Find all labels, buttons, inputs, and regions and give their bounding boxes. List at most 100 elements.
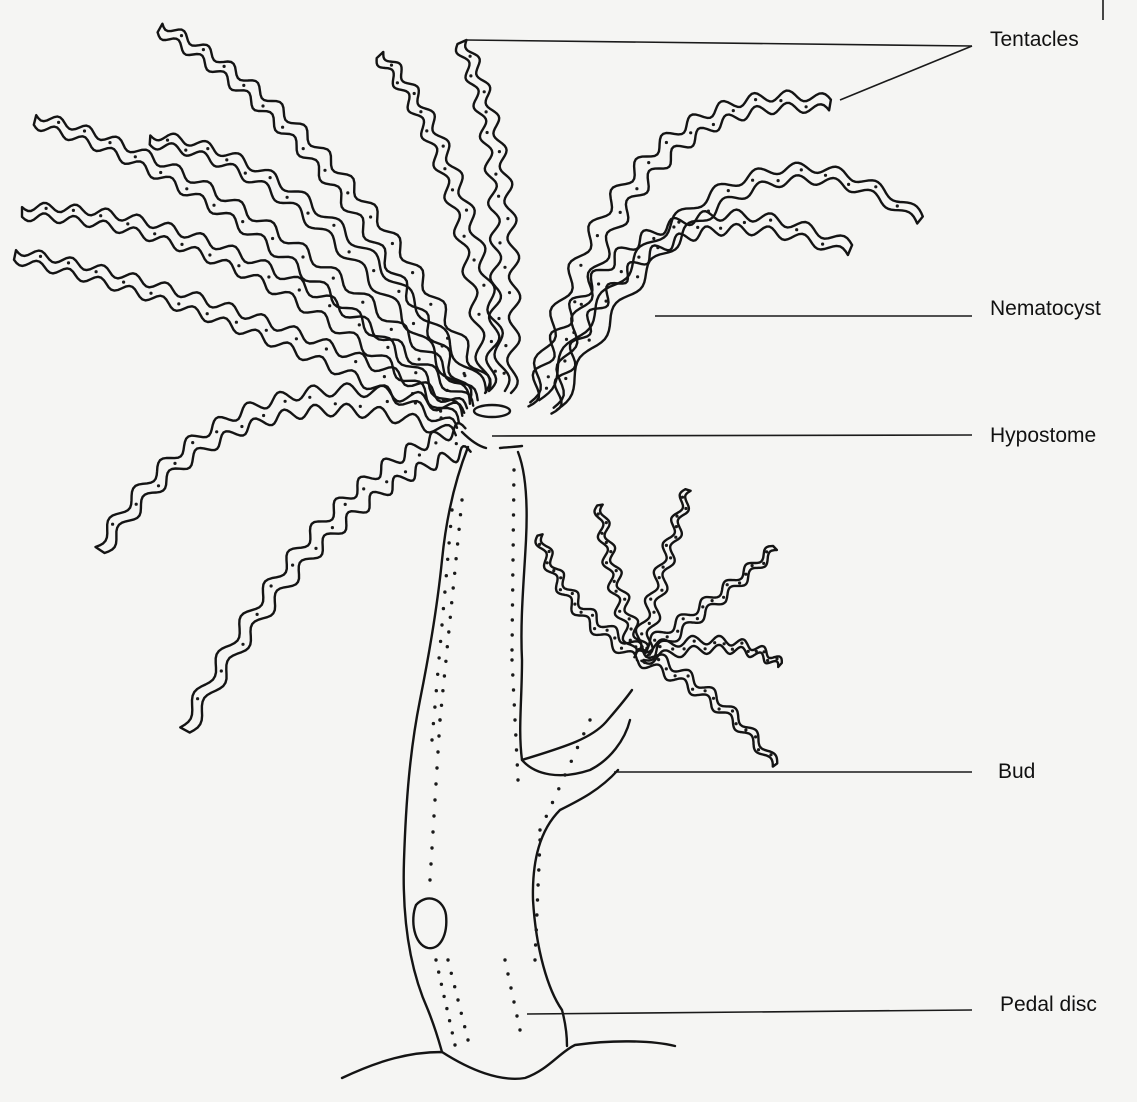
body-dot — [439, 640, 442, 643]
nematocyst-dot — [508, 291, 511, 294]
nematocyst-dot — [765, 550, 768, 553]
bud-tentacle-6-outline — [638, 650, 778, 767]
nematocyst-dot — [506, 217, 509, 220]
nematocyst-dot — [418, 358, 421, 361]
nematocyst-dot — [755, 650, 758, 653]
nematocyst-dot — [596, 234, 599, 237]
nematocyst-dot — [157, 484, 160, 487]
nematocyst-dot — [348, 250, 351, 253]
nematocyst-dot — [597, 282, 600, 285]
body-dot — [434, 782, 437, 785]
nematocyst-dot — [429, 303, 432, 306]
body-dot — [449, 525, 452, 528]
nematocyst-dot — [545, 387, 548, 390]
pedal-disc-label: Pedal disc — [1000, 993, 1097, 1017]
body-dot — [440, 983, 443, 986]
body-dot — [512, 688, 515, 691]
nematocyst-dot — [361, 301, 364, 304]
nematocyst-dot — [580, 611, 583, 614]
nematocyst-dot — [153, 232, 156, 235]
nematocyst-dot — [800, 168, 803, 171]
nematocyst-dot — [184, 149, 187, 152]
nematocyst-dot — [713, 641, 716, 644]
nematocyst-dot — [482, 284, 485, 287]
bud-tentacle-1-outline — [536, 534, 644, 660]
body-dot — [442, 995, 445, 998]
body-dot — [512, 1000, 515, 1003]
body-dot — [557, 787, 560, 790]
nematocyst-dot — [727, 189, 730, 192]
nematocyst-dot — [196, 697, 199, 700]
nematocyst-dot — [134, 155, 137, 158]
body-dot — [516, 763, 519, 766]
nematocyst-dot — [675, 515, 678, 518]
nematocyst-dot — [369, 215, 372, 218]
nematocyst-dot — [465, 209, 468, 212]
body-dot — [437, 970, 440, 973]
nematocyst-dot — [281, 126, 284, 129]
body-dot — [430, 738, 433, 741]
body-dot — [537, 868, 540, 871]
nematocyst-dot — [691, 688, 694, 691]
body-dot — [437, 734, 440, 737]
nematocyst-dot — [588, 339, 591, 342]
hypostome-mouth — [474, 405, 510, 417]
body-dot — [451, 1031, 454, 1034]
nematocyst-dot — [72, 209, 75, 212]
nematocyst-dot — [769, 753, 772, 756]
nematocyst-dot — [443, 167, 446, 170]
nematocyst-dot — [498, 241, 501, 244]
nematocyst-dot — [649, 598, 652, 601]
nematocyst-dot — [674, 674, 677, 677]
tentacle-right-3-outline — [539, 163, 923, 410]
nematocyst-dot — [580, 303, 583, 306]
nematocyst-dot — [346, 191, 349, 194]
body-dot — [435, 766, 438, 769]
nematocyst-dot — [687, 674, 690, 677]
nematocyst-dot — [485, 110, 488, 113]
nematocyst-dot — [653, 639, 656, 642]
nematocyst-dot — [754, 98, 757, 101]
nematocyst-dot — [306, 212, 309, 215]
nematocyst-dot — [648, 622, 651, 625]
body-dot — [456, 998, 459, 1001]
nematocyst-dot — [779, 99, 782, 102]
body-dot — [429, 862, 432, 865]
body-dot — [563, 773, 566, 776]
nematocyst-dot — [159, 171, 162, 174]
body-dot — [514, 733, 517, 736]
tentacle-top-center-2 — [377, 52, 510, 393]
body-dot — [534, 943, 537, 946]
nematocyst-dot — [665, 544, 668, 547]
nematocyst-dot — [256, 613, 259, 616]
nematocyst-dot — [262, 414, 265, 417]
nematocyst-dot — [498, 150, 501, 153]
main-tentacles — [14, 24, 923, 733]
tentacle-left-4-outline — [96, 383, 465, 553]
nematocyst-dot — [469, 74, 472, 77]
nematocyst-dot — [180, 243, 183, 246]
body-dot — [446, 645, 449, 648]
nematocyst-dot — [613, 580, 616, 583]
nematocyst-dot — [613, 636, 616, 639]
body-dot — [515, 1014, 518, 1017]
hypostome-base — [462, 432, 522, 448]
body-dot — [511, 588, 514, 591]
nematocyst-dot — [286, 196, 289, 199]
body-dot — [512, 543, 515, 546]
nematocyst-dot — [463, 374, 466, 377]
nematocyst-dot — [619, 211, 622, 214]
nematocyst-dot — [744, 728, 747, 731]
body-dot — [510, 648, 513, 651]
body-dot — [538, 838, 541, 841]
nematocyst-dot — [95, 270, 98, 273]
nematocyst-dot — [191, 441, 194, 444]
nematocyst-dot — [497, 195, 500, 198]
body-dot — [437, 656, 440, 659]
nematocyst-dot — [242, 84, 245, 87]
nematocyst-dot — [658, 576, 661, 579]
nematocyst-dot — [671, 647, 674, 650]
body-dot — [440, 704, 443, 707]
nematocyst-dot — [235, 321, 238, 324]
nematocyst-dot — [455, 442, 458, 445]
